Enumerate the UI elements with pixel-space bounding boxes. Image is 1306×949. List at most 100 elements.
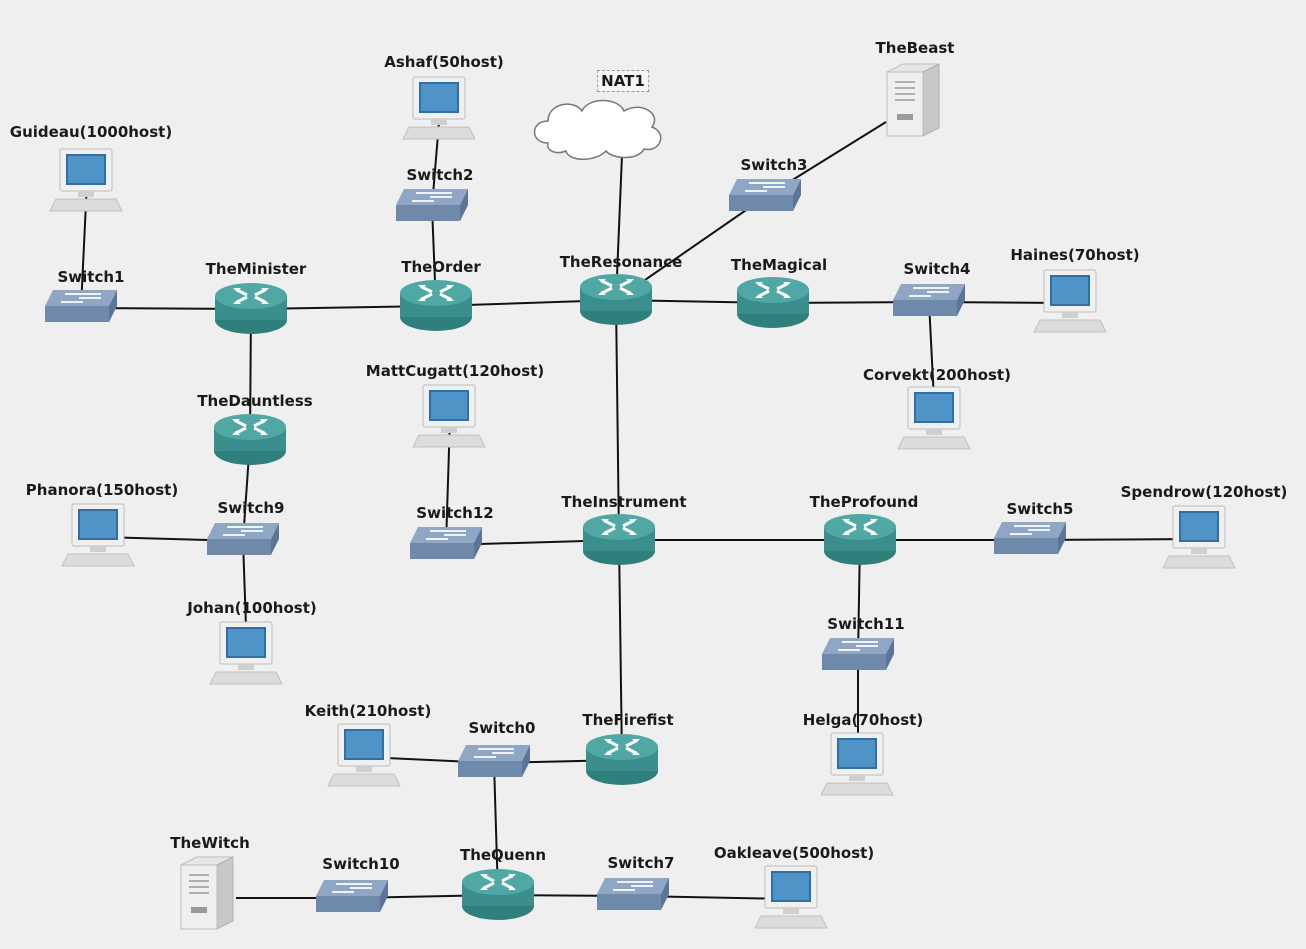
pc-icon [327, 723, 401, 787]
node-label: Guideau(1000host) [9, 123, 173, 141]
router-node-theorder[interactable] [398, 279, 474, 333]
pc-icon [1033, 269, 1107, 333]
node-label: Johan(100host) [187, 599, 317, 617]
switch-icon [893, 284, 965, 316]
node-label: TheDauntless [197, 392, 313, 410]
node-label: Switch3 [740, 156, 808, 174]
node-label: Ashaf(50host) [384, 53, 504, 71]
node-label: Helga(70host) [802, 711, 924, 729]
node-label: Switch9 [217, 499, 285, 517]
cloud-node-nat1[interactable] [528, 93, 668, 163]
server-node-thebeast[interactable] [883, 62, 943, 138]
router-icon [214, 414, 286, 465]
node-label: NAT1 [597, 70, 649, 92]
node-label: Switch11 [827, 615, 905, 633]
node-label: Switch7 [607, 854, 675, 872]
switch-icon [396, 189, 468, 221]
node-label: TheMinister [205, 260, 307, 278]
node-label: TheInstrument [561, 493, 687, 511]
pc-node-oakleave[interactable] [754, 864, 829, 934]
switch-node-switch7[interactable] [595, 876, 671, 916]
server-icon [180, 856, 234, 930]
node-label: Switch1 [57, 268, 125, 286]
pc-icon [402, 76, 476, 140]
node-label: Switch2 [406, 166, 474, 184]
switch-node-switch2[interactable] [394, 187, 470, 227]
pc-icon [897, 386, 971, 450]
router-node-thedauntless[interactable] [212, 413, 288, 467]
pc-node-haines[interactable] [1033, 268, 1108, 338]
node-label: TheResonance [559, 253, 683, 271]
switch-icon [207, 523, 279, 555]
node-label: Oakleave(500host) [713, 844, 875, 862]
switch-node-switch11[interactable] [820, 636, 896, 676]
pc-node-guideau[interactable] [49, 147, 124, 217]
node-label: Corvekt(200host) [863, 366, 1011, 384]
pc-node-johan[interactable] [209, 620, 284, 690]
switch-icon [597, 878, 669, 910]
pc-node-ashaf[interactable] [402, 75, 477, 145]
pc-node-helga[interactable] [820, 731, 895, 801]
switch-node-switch3[interactable] [727, 177, 803, 217]
switch-icon [822, 638, 894, 670]
router-node-theresonance[interactable] [578, 273, 654, 327]
switch-node-switch1[interactable] [43, 288, 119, 328]
router-icon [586, 734, 658, 785]
node-label: MattCugatt(120host) [365, 362, 545, 380]
router-icon [583, 514, 655, 565]
pc-icon [754, 865, 828, 929]
router-node-thequenn[interactable] [460, 868, 536, 922]
router-node-themagical[interactable] [735, 276, 811, 330]
switch-node-switch0[interactable] [456, 743, 532, 783]
node-label: Switch4 [903, 260, 971, 278]
node-label: TheProfound [809, 493, 919, 511]
node-label: Switch12 [416, 504, 494, 522]
pc-node-keith[interactable] [327, 722, 402, 792]
router-node-thefirefist[interactable] [584, 733, 660, 787]
router-node-theminister[interactable] [213, 282, 289, 336]
node-label: Switch5 [1006, 500, 1074, 518]
node-label: TheQuenn [459, 846, 547, 864]
router-icon [400, 280, 472, 331]
router-node-theprofound[interactable] [822, 513, 898, 567]
server-icon [886, 63, 940, 137]
router-icon [737, 277, 809, 328]
node-label: TheOrder [401, 258, 481, 276]
pc-icon [412, 384, 486, 448]
router-icon [215, 283, 287, 334]
link-theinstrument-thefirefist [618, 539, 623, 761]
pc-icon [1162, 505, 1236, 569]
node-label: Switch10 [322, 855, 400, 873]
node-label: TheFirefist [582, 711, 674, 729]
router-icon [580, 274, 652, 325]
pc-icon [49, 148, 123, 212]
switch-node-switch12[interactable] [408, 525, 484, 565]
switch-node-switch4[interactable] [891, 282, 967, 322]
node-label: TheBeast [875, 39, 955, 57]
pc-node-corvekt[interactable] [897, 385, 972, 455]
node-label: Spendrow(120host) [1120, 483, 1288, 501]
switch-node-switch10[interactable] [314, 878, 390, 918]
switch-icon [729, 179, 801, 211]
pc-node-mattcugatt[interactable] [412, 383, 487, 453]
pc-icon [61, 503, 135, 567]
switch-icon [45, 290, 117, 322]
pc-node-phanora[interactable] [61, 502, 136, 572]
pc-node-spendrow[interactable] [1162, 504, 1237, 574]
router-node-theinstrument[interactable] [581, 513, 657, 567]
pc-icon [820, 732, 894, 796]
switch-node-switch5[interactable] [992, 520, 1068, 560]
node-label: TheMagical [730, 256, 828, 274]
switch-icon [458, 745, 530, 777]
node-label: Phanora(150host) [25, 481, 179, 499]
switch-icon [994, 522, 1066, 554]
node-label: Switch0 [468, 719, 536, 737]
switch-icon [316, 880, 388, 912]
switch-icon [410, 527, 482, 559]
node-label: TheWitch [170, 834, 250, 852]
pc-icon [209, 621, 283, 685]
switch-node-switch9[interactable] [205, 521, 281, 561]
router-icon [824, 514, 896, 565]
server-node-thewitch[interactable] [177, 855, 237, 931]
